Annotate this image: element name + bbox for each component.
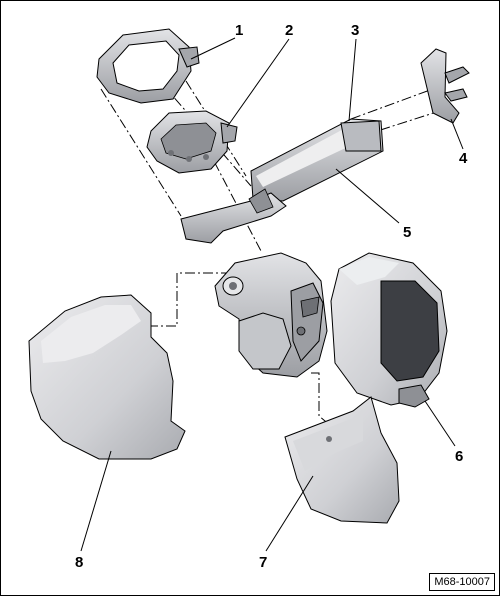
part-7-lower-trim: [284, 396, 400, 524]
part-8-upper-trim: [28, 294, 186, 460]
part-1-cover-frame: [96, 28, 200, 104]
callouts: 1 2 3 4 5 6 7 8: [75, 22, 468, 571]
callout-4: 4: [459, 150, 468, 167]
callout-6: 6: [455, 448, 463, 465]
callout-7: 7: [259, 554, 267, 571]
part-6-display-unit: [330, 252, 448, 408]
callout-8: 8: [75, 554, 83, 571]
leader-lines: [80, 37, 464, 552]
central-lock-assembly: [214, 252, 328, 378]
part-3-5-column-tube: [180, 118, 384, 244]
part-4-bracket: [420, 48, 470, 124]
reference-code: M68-10007: [429, 573, 495, 591]
callout-2: 2: [285, 22, 293, 39]
part-2-switch-module: [146, 110, 238, 174]
callout-3: 3: [351, 22, 359, 39]
callout-1: 1: [235, 22, 243, 39]
callout-5: 5: [403, 224, 411, 241]
